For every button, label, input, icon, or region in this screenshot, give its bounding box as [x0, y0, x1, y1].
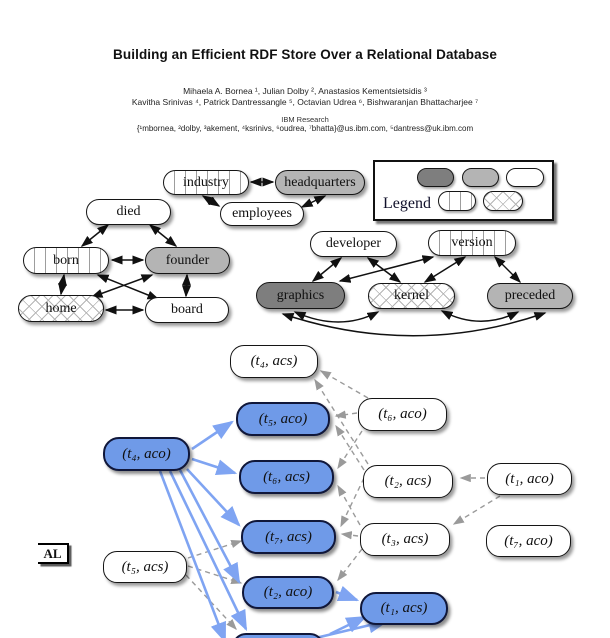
node-t3acs: (t₃, acs)	[360, 523, 450, 556]
edge	[293, 311, 380, 323]
edge	[182, 273, 191, 298]
edge	[281, 312, 547, 337]
edge	[337, 430, 363, 470]
node-t2aco: (t₂, aco)	[242, 576, 334, 609]
authors-line-1: Mihaela A. Bornea ¹, Julian Dolby ², Ana…	[183, 86, 427, 96]
node-employees: employees	[220, 202, 304, 226]
edge	[423, 256, 467, 283]
node-t7acs: (t₇, acs)	[241, 520, 336, 554]
node-t4acs: (t₄, acs)	[230, 345, 318, 378]
node-industry: industry	[163, 170, 249, 195]
node-legend-striped	[438, 191, 476, 211]
edge	[338, 255, 435, 283]
node-developer: developer	[310, 231, 397, 257]
edge	[191, 457, 238, 475]
edge	[178, 469, 241, 585]
clipped-caption-box: AL	[38, 543, 69, 564]
node-t5acs: (t₅, acs)	[103, 551, 187, 583]
node-t6aco: (t₆, aco)	[358, 398, 447, 431]
node-board: board	[145, 297, 229, 323]
node-t4aco: (t₄, aco)	[103, 437, 190, 471]
node-founder: founder	[145, 247, 230, 274]
node-headquarters: headquarters	[275, 170, 365, 195]
node-legend-gray	[462, 168, 499, 187]
authors-line-2: Kavitha Srinivas ⁴, Patrick Dantressangl…	[131, 97, 479, 107]
edge	[191, 420, 234, 451]
node-t7aco: (t₇, aco)	[486, 525, 571, 557]
edge	[340, 531, 359, 540]
edge	[493, 255, 522, 284]
edge	[334, 410, 358, 419]
edge	[187, 539, 243, 559]
edge	[57, 273, 68, 296]
edge	[80, 224, 110, 247]
edge	[314, 378, 369, 465]
node-t1aco: (t₁, aco)	[487, 463, 572, 495]
edge	[186, 468, 241, 527]
edge	[96, 274, 160, 300]
legend-label: Legend	[383, 195, 431, 212]
affiliation: IBM Research	[281, 115, 329, 124]
node-t1acs: (t₁, acs)	[360, 592, 448, 625]
paper-title: Building an Efficient RDF Store Over a R…	[113, 47, 497, 62]
edge	[158, 470, 226, 638]
author-emails: {¹mbornea, ²dolby, ³akement, ⁴ksrinivs, …	[136, 124, 474, 133]
node-home: home	[18, 295, 104, 322]
node-born: born	[23, 247, 109, 274]
edge	[148, 224, 178, 247]
edge	[168, 470, 248, 632]
node-t3aco-clipped	[232, 633, 324, 638]
edge	[452, 495, 501, 525]
node-legend-cross	[483, 191, 523, 211]
node-preceded: preceded	[487, 283, 573, 309]
node-t2acs: (t₂, acs)	[363, 465, 453, 498]
edge	[300, 195, 327, 208]
edge	[329, 615, 368, 636]
node-t5aco: (t₅, aco)	[236, 402, 330, 436]
node-legend-white	[506, 168, 544, 187]
edge	[335, 585, 360, 602]
node-t6acs: (t₆, acs)	[239, 460, 334, 494]
node-graphics: graphics	[256, 282, 345, 309]
node-died: died	[86, 199, 171, 225]
edge	[440, 310, 520, 322]
edge	[201, 195, 221, 207]
edge	[319, 370, 369, 399]
node-legend-dark	[417, 168, 454, 187]
node-kernel: kernel	[368, 283, 455, 309]
edge	[90, 274, 154, 298]
edge	[337, 548, 363, 582]
node-version: version	[428, 230, 516, 256]
edge	[337, 484, 361, 526]
edge	[340, 477, 365, 528]
edge	[311, 257, 343, 282]
